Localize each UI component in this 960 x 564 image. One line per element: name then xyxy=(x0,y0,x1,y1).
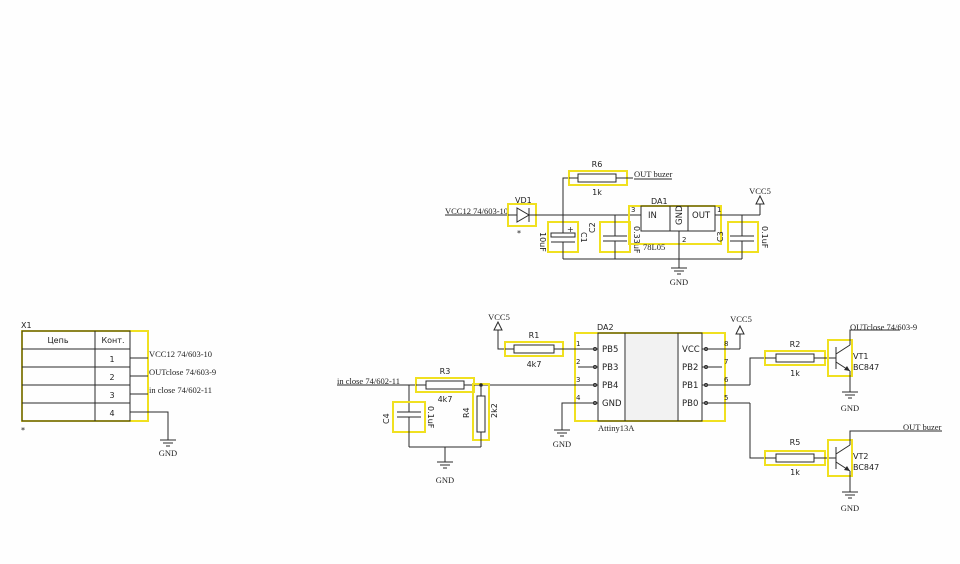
c3-value: 0.1uF xyxy=(760,226,769,249)
connector-highlight xyxy=(21,330,149,422)
r2-value: 1k xyxy=(790,369,800,378)
da1-out: OUT xyxy=(692,211,711,221)
transistor-vt2: VT2 BC847 xyxy=(827,430,942,492)
r4-value: 2k2 xyxy=(490,403,499,418)
r5-ref: R5 xyxy=(790,438,801,447)
gnd-label-vt2: GND xyxy=(841,503,859,513)
diode-vd1: VD1 * xyxy=(507,196,537,238)
net-label-out-buzer: OUT buzer xyxy=(634,169,672,179)
vd1-star: * xyxy=(517,229,521,238)
capacitor-c4: C4 0.1uF xyxy=(382,385,435,447)
resistor-r5: R5 1k xyxy=(764,438,836,477)
connector-header-pin: Конт. xyxy=(101,336,124,345)
r5-value: 1k xyxy=(790,468,800,477)
output-drivers: R2 1k VT1 BC847 OUTclose 74/603-9 GND R5 xyxy=(749,322,942,513)
r6-ref: R6 xyxy=(592,160,603,169)
da2-ref: DA2 xyxy=(597,323,614,332)
capacitor-c1: + 10uF C1 xyxy=(538,215,588,259)
vcc5-label-mcu-right: VCC5 xyxy=(730,314,752,324)
da2-part: Attiny13A xyxy=(598,423,635,433)
da2-pin-pb5: PB5 xyxy=(602,345,618,355)
connector-pin-2: 2 xyxy=(109,373,114,382)
net-label-in-close: in close 74/602-11 xyxy=(337,376,400,386)
c1-plus: + xyxy=(567,225,574,234)
connector-ref: X1 xyxy=(21,321,32,330)
da2-pinnum-7: 7 xyxy=(724,358,728,366)
da1-part: 78L05 xyxy=(643,242,665,252)
gnd-label-vt1: GND xyxy=(841,403,859,413)
connector-star: * xyxy=(21,426,25,435)
input-network: R1 4k7 in close 74/602-11 R3 4k7 C4 xyxy=(337,331,578,485)
da1-ref: DA1 xyxy=(651,197,668,206)
da2-pinnum-1: 1 xyxy=(576,340,580,348)
vt2-part: BC847 xyxy=(853,463,879,472)
capacitor-c2: C2 0.33uF xyxy=(588,215,641,259)
resistor-r4: R4 2k2 xyxy=(462,383,499,447)
r3-value: 4k7 xyxy=(438,395,453,404)
power-regulator: VCC12 74/603-10 VD1 * R6 1k OUT buzer xyxy=(445,160,771,287)
c1-value: 10uF xyxy=(538,232,547,252)
da2-pinnum-4: 4 xyxy=(576,394,581,402)
c3-ref: C3 xyxy=(716,231,725,242)
mcu-da2: DA2 Attiny13A PB5 PB3 PB4 GND 1 2 3 4 VC… xyxy=(488,312,752,449)
da2-pinnum-3: 3 xyxy=(576,376,580,384)
connector-pin-1: 1 xyxy=(109,355,114,364)
c2-value: 0.33uF xyxy=(632,226,641,254)
connector-pin-4: 4 xyxy=(109,409,114,418)
c2-ref: C2 xyxy=(588,222,597,233)
da2-pin-pb4: PB4 xyxy=(602,381,618,391)
net-label-inclose: in close 74/602-11 xyxy=(149,385,212,395)
da2-pin-pb3: PB3 xyxy=(602,363,618,373)
r4-ref: R4 xyxy=(462,407,471,418)
connector-x1: X1 Цепь Конт. 1 2 3 4 * VCC12 74/603-10 … xyxy=(21,321,216,458)
net-label-outclose: OUTclose 74/603-9 xyxy=(149,367,216,377)
gnd-label-input: GND xyxy=(436,475,454,485)
net-label-outclose-vt1: OUTclose 74/603-9 xyxy=(850,322,917,332)
da2-pinnum-2: 2 xyxy=(576,358,580,366)
da2-pin-gnd: GND xyxy=(602,399,622,409)
r6-value: 1k xyxy=(592,188,602,197)
da1-pin-gnd: 2 xyxy=(682,236,686,244)
da2-pin-pb1: PB1 xyxy=(682,381,698,391)
da2-pin-pb0: PB0 xyxy=(682,399,698,409)
gnd-label-regulator: GND xyxy=(670,277,688,287)
transistor-vt1: VT1 BC847 xyxy=(827,329,900,392)
connector-pin-3: 3 xyxy=(109,391,114,400)
vt1-ref: VT1 xyxy=(853,352,868,361)
da1-gnd: GND xyxy=(675,205,685,225)
resistor-r6: R6 1k xyxy=(568,160,633,197)
da2-pinnum-6: 6 xyxy=(724,376,729,384)
da2-pin-pb2: PB2 xyxy=(682,363,698,373)
da2-pinnum-5: 5 xyxy=(724,394,728,402)
gnd-label-mcu: GND xyxy=(553,439,571,449)
vcc5-label-regulator: VCC5 xyxy=(749,186,771,196)
regulator-da1: DA1 IN GND OUT 3 1 2 78L05 xyxy=(628,197,722,259)
gnd-label-x1: GND xyxy=(159,448,177,458)
net-label-vcc12: VCC12 74/603-10 xyxy=(149,349,212,359)
vd1-ref: VD1 xyxy=(515,196,532,205)
capacitor-c3: C3 0.1uF xyxy=(716,215,769,259)
net-label-vcc12-input: VCC12 74/603-10 xyxy=(445,206,508,216)
resistor-r2: R2 1k xyxy=(764,340,836,378)
da1-in: IN xyxy=(648,211,657,221)
vcc5-label-mcu-left: VCC5 xyxy=(488,312,510,322)
r3-ref: R3 xyxy=(440,367,451,376)
vt1-part: BC847 xyxy=(853,363,879,372)
r2-ref: R2 xyxy=(790,340,801,349)
c1-ref: C1 xyxy=(579,232,588,243)
da2-pin-vcc: VCC xyxy=(682,345,700,355)
resistor-r1: R1 4k7 xyxy=(504,331,578,369)
da2-pinnum-8: 8 xyxy=(724,340,728,348)
vt2-ref: VT2 xyxy=(853,452,868,461)
c4-value: 0.1uF xyxy=(426,406,435,429)
r1-value: 4k7 xyxy=(527,360,542,369)
da1-pin-out: 1 xyxy=(717,206,721,214)
connector-header-net: Цепь xyxy=(47,336,68,345)
da1-pin-in: 3 xyxy=(631,206,635,214)
r1-ref: R1 xyxy=(529,331,540,340)
c4-ref: C4 xyxy=(382,413,391,424)
net-label-out-buzer-vt2: OUT buzer xyxy=(903,422,941,432)
